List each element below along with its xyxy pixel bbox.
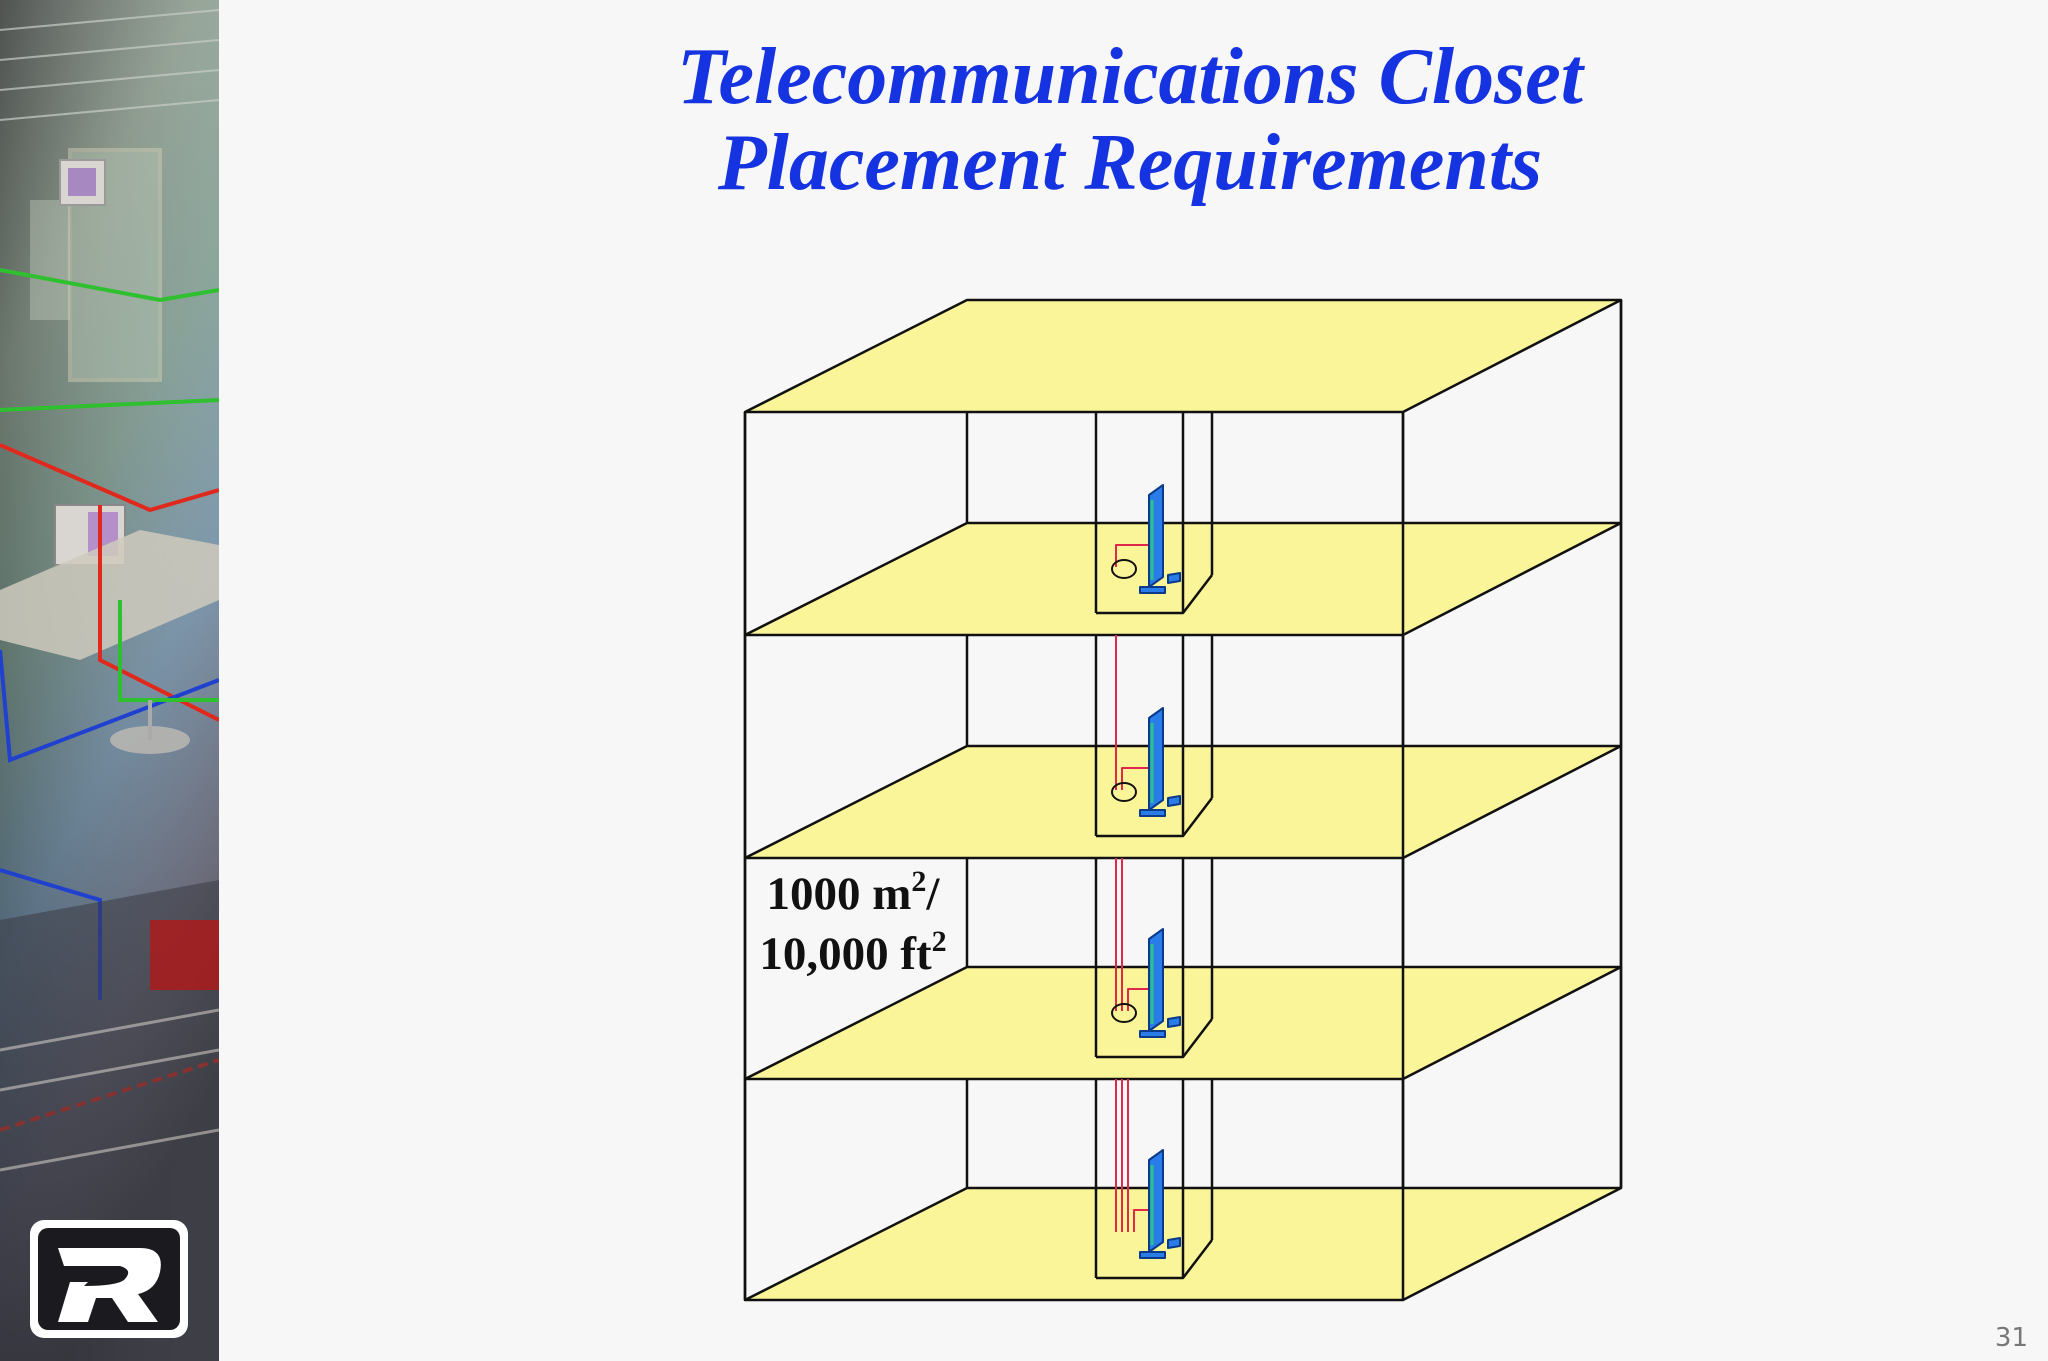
rack-base [1139, 1030, 1166, 1038]
area-imperial: 10,000 ft2 [738, 924, 968, 984]
telecom-closet [1094, 1079, 1214, 1280]
rack-base [1139, 809, 1166, 817]
building-front-edges [743, 300, 1623, 1300]
office-illustration [0, 0, 219, 1361]
cable-hole [1111, 782, 1137, 802]
rack-foot [1167, 1016, 1181, 1028]
cable-hole [1111, 1003, 1137, 1023]
riser-cables [1115, 544, 1152, 567]
closet-floor-edge [1096, 1018, 1213, 1059]
riser-cables [1115, 858, 1152, 1011]
telecom-closet [1094, 635, 1214, 838]
rack-foot [1167, 795, 1181, 807]
telecom-closet [1094, 858, 1214, 1059]
riser-cable [1133, 1209, 1152, 1232]
equipment-rack [1139, 928, 1181, 1038]
r-logo-icon [30, 1220, 188, 1338]
telecom-closet [1094, 412, 1214, 615]
sidebar-photo [0, 0, 219, 1361]
floor-area-label: 1000 m2/ 10,000 ft2 [738, 864, 968, 984]
closet-floor-edge [1096, 574, 1213, 615]
rack-base [1139, 586, 1166, 594]
title-line-2: Placement Requirements [717, 119, 1543, 207]
area-imperial-exponent: 2 [931, 925, 947, 958]
slide-title: Telecommunications Closet Placement Requ… [560, 34, 1700, 206]
area-metric-value: 1000 m [766, 868, 912, 920]
roof-slab [743, 298, 1623, 414]
cable-hole [1111, 559, 1137, 579]
closet-floor-edge [1096, 797, 1213, 838]
rack-foot [1167, 1237, 1181, 1249]
rack-base [1139, 1251, 1166, 1259]
area-imperial-value: 10,000 ft [759, 928, 932, 980]
equipment-rack [1139, 484, 1181, 594]
equipment-rack [1139, 1149, 1181, 1259]
title-line-1: Telecommunications Closet [677, 33, 1583, 121]
rack-foot [1167, 572, 1181, 584]
area-metric-exponent: 2 [911, 865, 927, 898]
closet-floor-edge [1096, 1239, 1213, 1280]
slide-number: 31 [1994, 1323, 2028, 1353]
area-metric: 1000 m2/ [738, 864, 968, 924]
riser-cables [1115, 1079, 1152, 1232]
riser-cable [1115, 544, 1152, 567]
equipment-rack [1139, 707, 1181, 817]
area-metric-suffix: / [926, 868, 940, 920]
